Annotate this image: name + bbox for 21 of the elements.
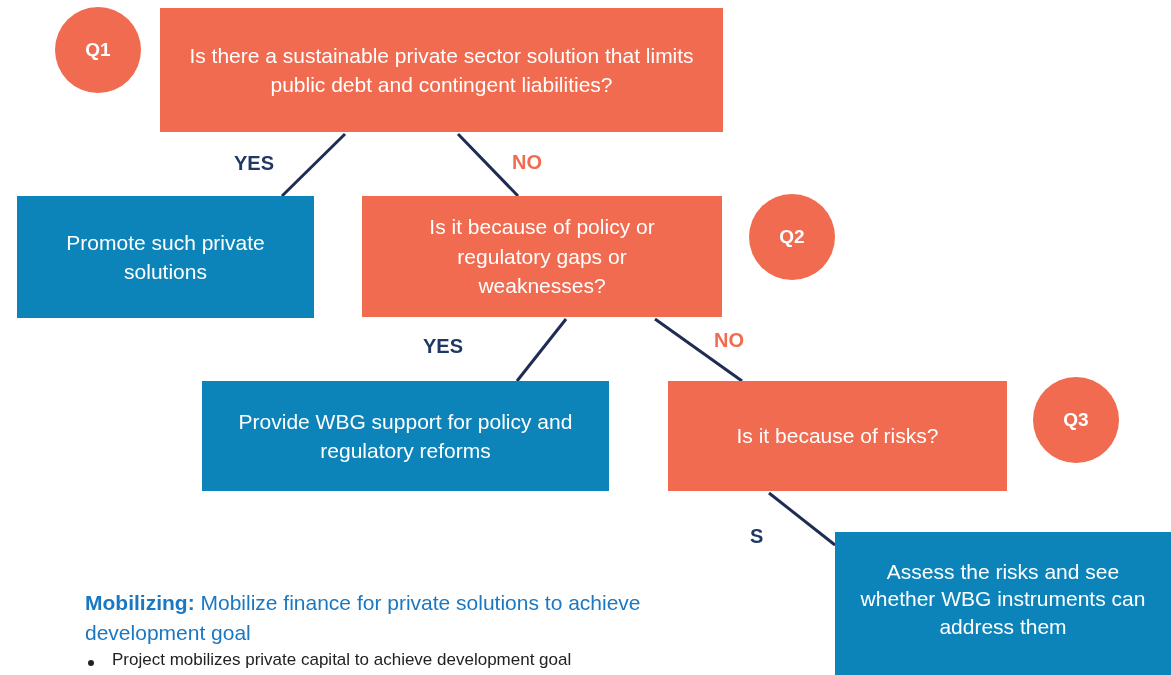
action-box: Assess the risks and see whether WBG instruments can address them bbox=[835, 532, 1171, 675]
edge-label: NO bbox=[512, 151, 542, 174]
question-box: Is it because of risks? bbox=[668, 381, 1007, 491]
question-number-circle: Q3 bbox=[1033, 377, 1119, 463]
connector-line bbox=[654, 317, 743, 383]
edge-label: YES bbox=[423, 335, 464, 358]
edge-label: NO bbox=[714, 329, 744, 352]
action-box: Provide WBG support for policy and regulatory reforms bbox=[202, 381, 609, 491]
connector-line bbox=[280, 132, 347, 198]
connector-line bbox=[456, 132, 520, 198]
connector-line bbox=[768, 491, 836, 547]
connector-line bbox=[515, 318, 568, 382]
heading-text: Mobilizing: Mobilize finance for private solutions to achieve development goal bbox=[85, 590, 642, 647]
question-box: Is there a sustainable private sector solution that limits public debt and contingent liabilities? bbox=[160, 8, 723, 132]
question-number-circle: Q1 bbox=[55, 7, 141, 93]
edge-label: YES bbox=[234, 152, 275, 175]
bullet-text: Project mobilizes private capital to achieve development goal bbox=[112, 650, 572, 670]
action-box: Promote such private solutions bbox=[17, 196, 314, 318]
edge-label: S bbox=[750, 525, 764, 548]
question-box: Is it because of policy or regulatory gaps or weaknesses? bbox=[362, 196, 722, 317]
question-number-circle: Q2 bbox=[749, 194, 835, 280]
